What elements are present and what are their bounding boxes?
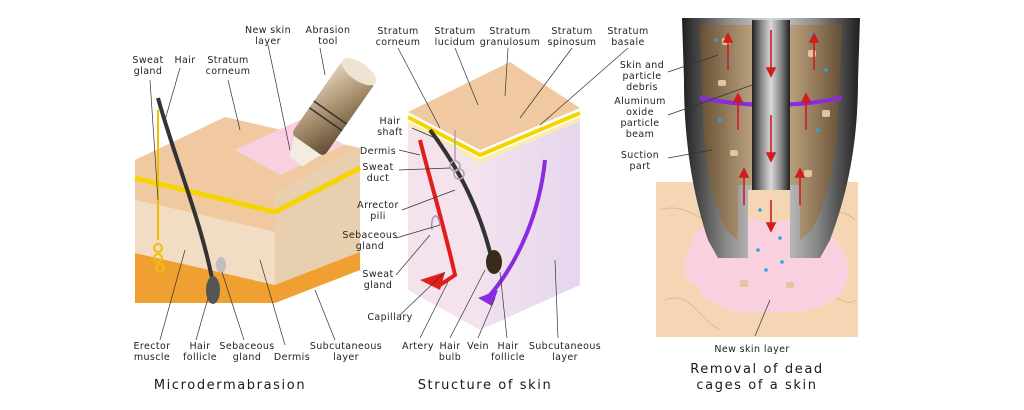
label-capillary: Capillary — [367, 312, 412, 323]
label-hair: Hair — [174, 55, 195, 66]
label-dermis-2: Dermis — [360, 146, 396, 157]
caption-microdermabrasion: Microdermabrasion — [154, 378, 306, 393]
micro-sebaceous-gland — [216, 257, 226, 273]
label-dermis: Dermis — [274, 352, 310, 363]
label-new-skin-layer-3: New skin layer — [714, 344, 789, 355]
label-vein: Vein — [467, 341, 489, 352]
struct-hair-bulb — [486, 250, 502, 274]
label-artery: Artery — [402, 341, 434, 352]
micro-hair-follicle — [206, 276, 220, 304]
caption-structure-of-skin: Structure of skin — [418, 378, 553, 393]
